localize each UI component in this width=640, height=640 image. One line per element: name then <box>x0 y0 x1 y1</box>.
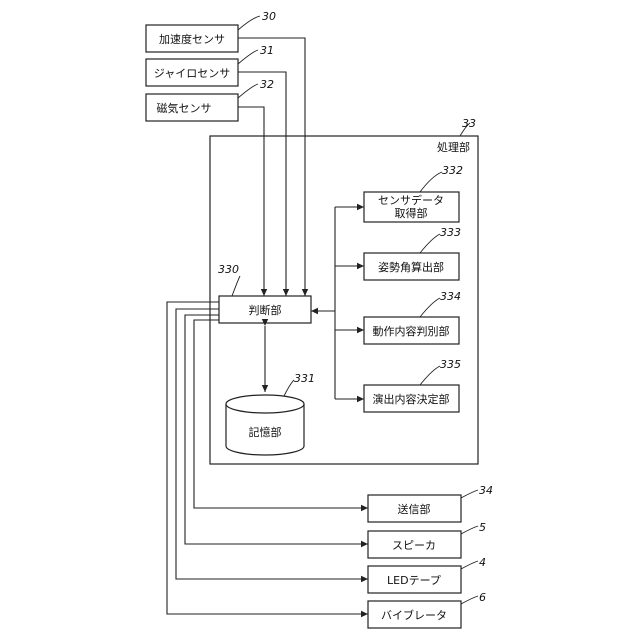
svg-text:30: 30 <box>262 10 276 23</box>
ref-34: 34 <box>461 484 493 498</box>
svg-text:4: 4 <box>479 556 486 569</box>
motion-discrimination-block: 動作内容判別部 <box>364 317 459 344</box>
gyro-sensor-block: ジャイロセンサ <box>146 59 238 86</box>
ref-33: 33 <box>460 117 476 136</box>
svg-text:331: 331 <box>294 372 315 385</box>
speaker-block: スピーカ <box>368 531 461 558</box>
mag-to-judge-wire <box>238 107 264 296</box>
svg-text:332: 332 <box>442 164 463 177</box>
magnetic-sensor-label: 磁気センサ <box>157 101 212 115</box>
svg-text:33: 33 <box>462 117 476 130</box>
magnetic-sensor-block: 磁気センサ <box>146 94 238 121</box>
svg-text:31: 31 <box>260 44 274 57</box>
effect-decision-label: 演出内容決定部 <box>373 392 450 406</box>
vibrator-label: バイブレータ <box>381 608 447 622</box>
sensor-data-acquisition-block: センサデータ 取得部 <box>364 192 459 222</box>
sensor-data-label-line1: センサデータ <box>378 193 444 207</box>
transmission-block: 送信部 <box>368 495 461 522</box>
svg-text:333: 333 <box>440 226 461 239</box>
ref-31: 31 <box>238 44 274 64</box>
svg-text:6: 6 <box>479 591 486 604</box>
ref-330: 330 <box>218 263 240 296</box>
judge-to-vibrator-wire <box>167 302 368 614</box>
judgment-label: 判断部 <box>249 303 282 317</box>
svg-text:330: 330 <box>218 263 239 276</box>
svg-text:34: 34 <box>479 484 493 497</box>
ref-4: 4 <box>461 556 486 569</box>
storage-cylinder: 記憶部 <box>226 395 304 455</box>
gyro-to-judge-wire <box>238 72 286 296</box>
ref-333: 333 <box>420 226 461 253</box>
sensor-data-label-line2: 取得部 <box>395 206 428 220</box>
effect-decision-block: 演出内容決定部 <box>364 385 459 412</box>
ref-6: 6 <box>461 591 486 604</box>
svg-text:5: 5 <box>479 521 486 534</box>
speaker-label: スピーカ <box>392 539 436 552</box>
led-tape-block: LEDテープ <box>368 566 461 593</box>
gyro-sensor-label: ジャイロセンサ <box>154 67 230 80</box>
transmission-label: 送信部 <box>398 502 431 516</box>
ref-335: 335 <box>420 358 461 385</box>
vibrator-block: バイブレータ <box>368 601 461 628</box>
led-tape-label: LEDテープ <box>387 574 441 587</box>
ref-30: 30 <box>238 10 276 30</box>
judgment-block: 判断部 <box>219 296 311 323</box>
ref-32: 32 <box>238 78 274 98</box>
ref-334: 334 <box>420 290 461 317</box>
posture-angle-label: 姿勢角算出部 <box>378 260 444 274</box>
ref-332: 332 <box>420 164 463 192</box>
svg-text:335: 335 <box>440 358 461 371</box>
storage-label: 記憶部 <box>249 425 282 439</box>
posture-angle-block: 姿勢角算出部 <box>364 253 459 280</box>
processing-unit-label: 処理部 <box>437 140 470 154</box>
accel-to-judge-wire <box>238 38 305 296</box>
motion-discrimination-label: 動作内容判別部 <box>373 324 450 338</box>
ref-331: 331 <box>284 372 315 396</box>
svg-text:32: 32 <box>260 78 274 91</box>
accelerometer-label: 加速度センサ <box>159 32 225 46</box>
accelerometer-block: 加速度センサ <box>146 25 238 52</box>
ref-5: 5 <box>461 521 486 534</box>
svg-text:334: 334 <box>440 290 461 303</box>
